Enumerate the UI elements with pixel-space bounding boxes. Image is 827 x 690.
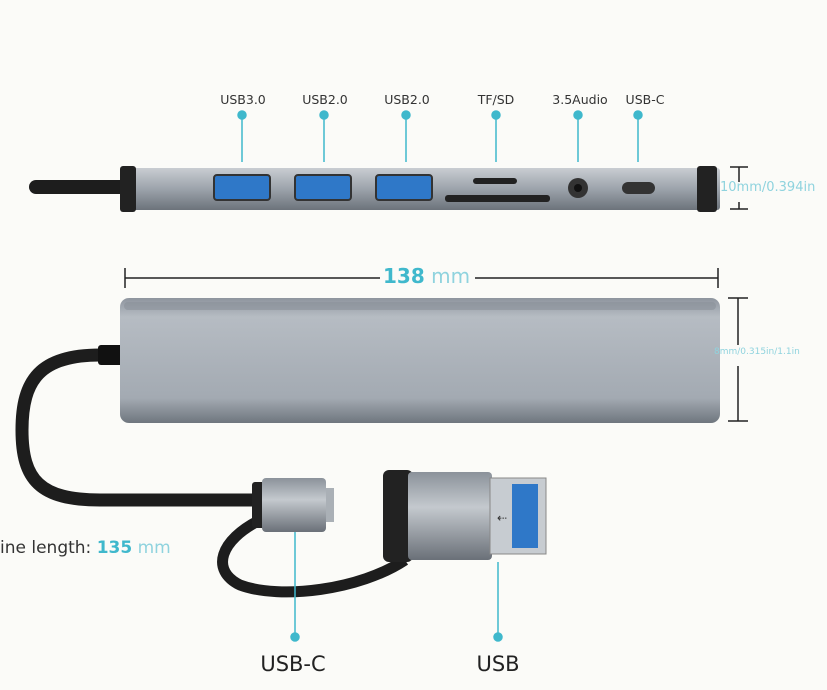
port-label-usb3: USB3.0: [220, 92, 266, 107]
cable-length-unit: mm: [137, 538, 171, 558]
thickness-label: 10mm/0.394in: [720, 180, 816, 195]
hub-side-view: [29, 110, 748, 212]
cable-length-label: ine length: 135 mm: [0, 538, 171, 558]
length-unit: mm: [431, 264, 471, 288]
port-label-usb2-2: USB2.0: [384, 92, 430, 107]
cable-length-value: 135: [96, 538, 133, 558]
length-dimension-line: [124, 268, 748, 422]
port-label-usbc: USB-C: [625, 92, 665, 107]
cable: [15, 348, 262, 507]
usb2-port-1: [294, 174, 352, 201]
port-label-audio: 3.5Audio: [552, 92, 608, 107]
height-label: 8mm/0.315in/1.1in: [714, 347, 800, 357]
usb3-port: [213, 174, 271, 201]
cable-length-text: ine length:: [0, 538, 92, 558]
usb-a-connector: ⇠: [383, 470, 547, 562]
port-label-tfsd: TF/SD: [477, 92, 515, 107]
connector-label-usb: USB: [476, 652, 520, 676]
length-label: 138 mm: [383, 264, 470, 288]
usbc-port: [622, 182, 655, 194]
sd-slot: [445, 195, 550, 202]
length-value: 138: [383, 264, 425, 288]
usbc-connector: [252, 478, 334, 532]
connector-label-usbc: USB-C: [260, 652, 326, 676]
usb2-port-2: [375, 174, 433, 201]
svg-text:⇠: ⇠: [497, 511, 507, 525]
port-label-usb2-1: USB2.0: [302, 92, 348, 107]
hub-body: [120, 298, 720, 423]
tf-slot: [473, 178, 517, 184]
